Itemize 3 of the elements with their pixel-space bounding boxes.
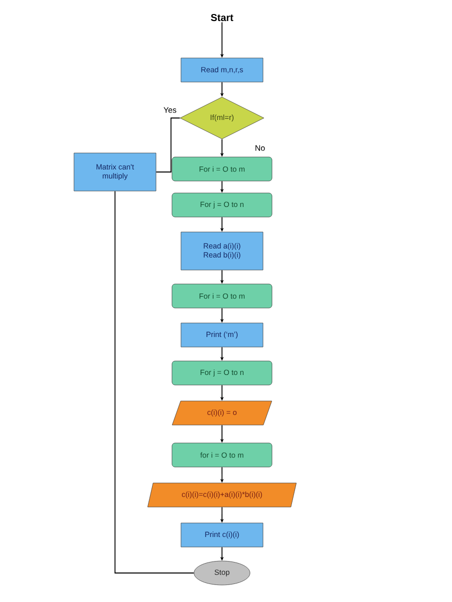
edge-label: Yes	[162, 106, 178, 114]
start-label: Start	[210, 14, 234, 22]
edge-label: No	[254, 144, 266, 152]
